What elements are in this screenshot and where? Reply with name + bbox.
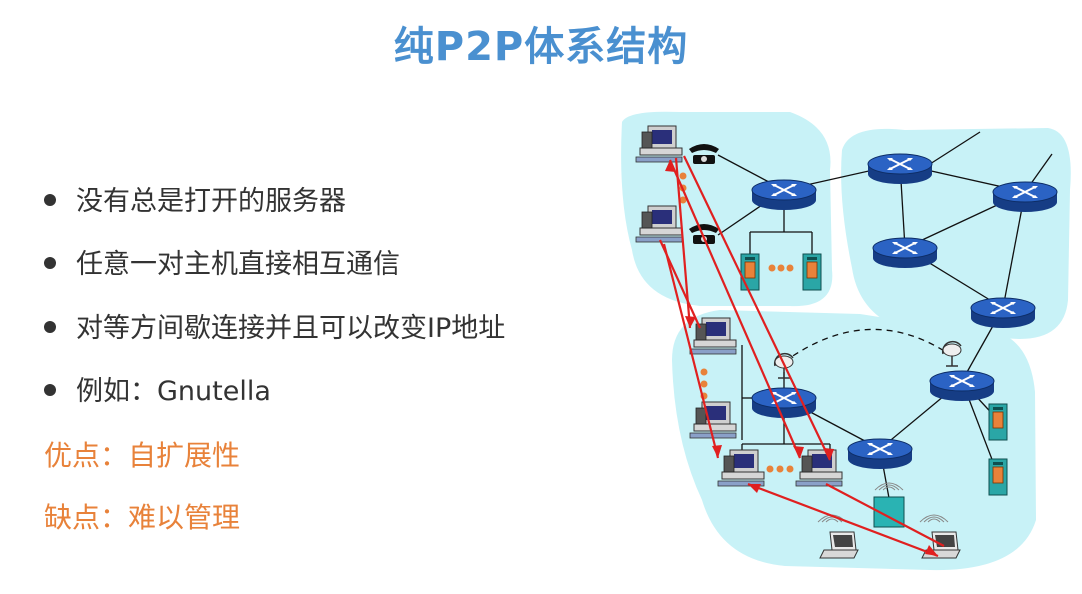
slide-title: 纯P2P体系结构: [393, 24, 689, 70]
server-icon: [802, 253, 822, 291]
router-icon: [929, 370, 995, 402]
server-icon: [988, 458, 1008, 496]
bullet-text: 任意一对主机直接相互通信: [76, 249, 400, 280]
router-icon: [751, 387, 817, 419]
bullet-item: 任意一对主机直接相互通信: [44, 245, 400, 285]
pros-text: 优点：自扩展性: [44, 439, 241, 472]
bullet-text: 没有总是打开的服务器: [76, 186, 346, 217]
bullet-item: 没有总是打开的服务器: [44, 182, 346, 222]
cons-text: 缺点：难以管理: [44, 501, 241, 534]
bullet-text: 对等方间歇连接并且可以改变IP地址: [76, 313, 506, 344]
router-icon: [867, 153, 933, 185]
router-icon: [847, 438, 913, 470]
router-icon: [872, 237, 938, 269]
bullet-item: 例如：Gnutella: [44, 372, 271, 412]
wireless-link: [783, 328, 953, 363]
bullet-dot-icon: [44, 256, 56, 269]
server-icon: [988, 403, 1008, 441]
p2p-connections: [658, 155, 945, 558]
router-icon: [992, 181, 1058, 213]
bullet-item: 对等方间歇连接并且可以改变IP地址: [44, 309, 505, 349]
bullet-dot-icon: [44, 193, 56, 206]
server-icon: [740, 253, 760, 291]
router-icon: [751, 179, 817, 211]
router-icon: [970, 297, 1036, 329]
bullet-text: 例如：Gnutella: [76, 376, 271, 407]
bullet-dot-icon: [44, 320, 56, 333]
p2p-arrowheads: [665, 160, 938, 556]
ellipsis-dots: [679, 172, 794, 473]
bullet-dot-icon: [44, 383, 56, 396]
